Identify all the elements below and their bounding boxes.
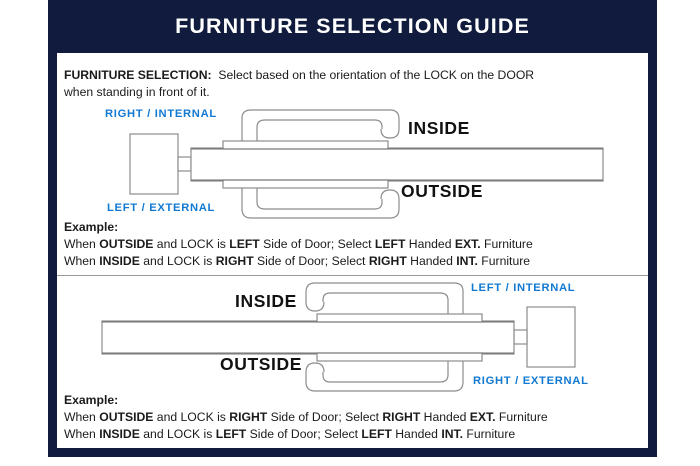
e1l1-w3: Side of Door; Select xyxy=(259,236,375,251)
e2l1-w1: When xyxy=(64,409,100,424)
inside-lever-inner xyxy=(322,292,449,314)
inside-lever-inner xyxy=(256,119,383,141)
diagram1-label-bottom: LEFT / EXTERNAL xyxy=(107,202,216,214)
example2-line-1: When OUTSIDE and LOCK is RIGHT Side of D… xyxy=(64,409,642,426)
example2-line-2: When INSIDE and LOCK is LEFT Side of Doo… xyxy=(64,426,642,443)
e1l2-b2: RIGHT xyxy=(215,253,254,268)
outside-rose xyxy=(222,179,389,189)
e2l2-b1: INSIDE xyxy=(99,426,140,441)
lock-case-icon xyxy=(129,133,179,195)
door-panel xyxy=(190,147,604,182)
example1-heading: Example: xyxy=(64,220,119,234)
e1l1-w5: Furniture xyxy=(480,236,533,251)
intro-line-2: when standing in front of it. xyxy=(64,84,210,99)
diagram1-drawing xyxy=(129,109,604,219)
e2l2-w5: Furniture xyxy=(463,426,516,441)
e2l2-w2: and LOCK is xyxy=(139,426,216,441)
e1l1-w1: When xyxy=(64,236,100,251)
e2l2-w1: When xyxy=(64,426,100,441)
e2l1-b2: RIGHT xyxy=(229,409,268,424)
e1l2-b1: INSIDE xyxy=(99,253,140,268)
e1l2-w3: Side of Door; Select xyxy=(253,253,369,268)
e1l1-b4: EXT. xyxy=(454,236,481,251)
door-panel xyxy=(101,320,515,355)
diagram1-label-outside: OUTSIDE xyxy=(401,181,483,201)
door-diagram-right-lock: LEFT / INTERNAL RIGHT / EXTERNAL INSIDE … xyxy=(57,281,648,393)
e2l2-b4: INT. xyxy=(441,426,463,441)
door-diagram-left-lock: RIGHT / INTERNAL LEFT / EXTERNAL INSIDE … xyxy=(57,108,648,220)
outside-lever-inner xyxy=(256,188,383,210)
inside-rose xyxy=(222,140,389,150)
outside-lever-outer xyxy=(305,361,464,392)
outside-lever-inner xyxy=(322,361,449,383)
diagram2-label-top: LEFT / INTERNAL xyxy=(471,282,576,294)
e1l2-w5: Furniture xyxy=(477,253,531,268)
spindle-icon xyxy=(513,329,528,345)
diagram2-drawing xyxy=(101,282,576,392)
e1l1-w2: and LOCK is xyxy=(153,236,230,251)
inside-lever-outer xyxy=(241,109,400,141)
e1l2-b3: RIGHT xyxy=(368,253,407,268)
e2l1-w2: and LOCK is xyxy=(153,409,230,424)
intro-label: FURNITURE SELECTION: xyxy=(64,68,212,82)
e1l1-b3: LEFT xyxy=(374,236,406,251)
e2l1-w5: Furniture xyxy=(495,409,548,424)
e1l1-b2: LEFT xyxy=(229,236,260,251)
inside-rose xyxy=(316,313,483,323)
outside-lever-outer xyxy=(241,188,400,219)
e2l1-w3: Side of Door; Select xyxy=(267,409,383,424)
e1l2-w1: When xyxy=(64,253,100,268)
e1l2-w4: Handed xyxy=(406,253,457,268)
e2l1-b1: OUTSIDE xyxy=(99,409,154,424)
diagram1-label-inside: INSIDE xyxy=(408,118,470,138)
page-title: FURNITURE SELECTION GUIDE xyxy=(175,14,530,38)
e2l2-w4: Handed xyxy=(391,426,442,441)
guide-content: FURNITURE SELECTION: Select based on the… xyxy=(57,53,648,448)
e2l1-b4: EXT. xyxy=(469,409,496,424)
example1-line-1: When OUTSIDE and LOCK is LEFT Side of Do… xyxy=(64,236,642,253)
example2-heading: Example: xyxy=(64,393,119,407)
intro-line-1: Select based on the orientation of the L… xyxy=(218,68,535,82)
inside-lever-outer xyxy=(305,282,464,314)
e1l1-w4: Handed xyxy=(405,236,455,251)
spindle-icon xyxy=(177,156,192,172)
e1l2-w2: and LOCK is xyxy=(139,253,216,268)
diagram2-label-bottom: RIGHT / EXTERNAL xyxy=(473,375,589,387)
e2l2-b2: LEFT xyxy=(215,426,247,441)
e1l1-b1: OUTSIDE xyxy=(99,236,154,251)
intro-text: FURNITURE SELECTION: Select based on the… xyxy=(64,67,639,100)
e2l2-b3: LEFT xyxy=(361,426,392,441)
diagram1-label-top: RIGHT / INTERNAL xyxy=(105,108,217,120)
e2l1-w4: Handed xyxy=(420,409,470,424)
example-block-2: Example: When OUTSIDE and LOCK is RIGHT … xyxy=(64,392,642,442)
guide-header: FURNITURE SELECTION GUIDE xyxy=(48,0,657,53)
e1l2-b4: INT. xyxy=(456,253,478,268)
e2l1-b3: RIGHT xyxy=(382,409,421,424)
outside-rose xyxy=(316,352,483,362)
section-divider xyxy=(57,275,648,276)
diagram2-label-inside: INSIDE xyxy=(235,291,297,311)
example-block-1: Example: When OUTSIDE and LOCK is LEFT S… xyxy=(64,219,642,269)
example1-line-2: When INSIDE and LOCK is RIGHT Side of Do… xyxy=(64,253,642,270)
e2l2-w3: Side of Door; Select xyxy=(246,426,362,441)
lock-case-icon xyxy=(526,306,576,368)
diagram2-label-outside: OUTSIDE xyxy=(220,354,302,374)
